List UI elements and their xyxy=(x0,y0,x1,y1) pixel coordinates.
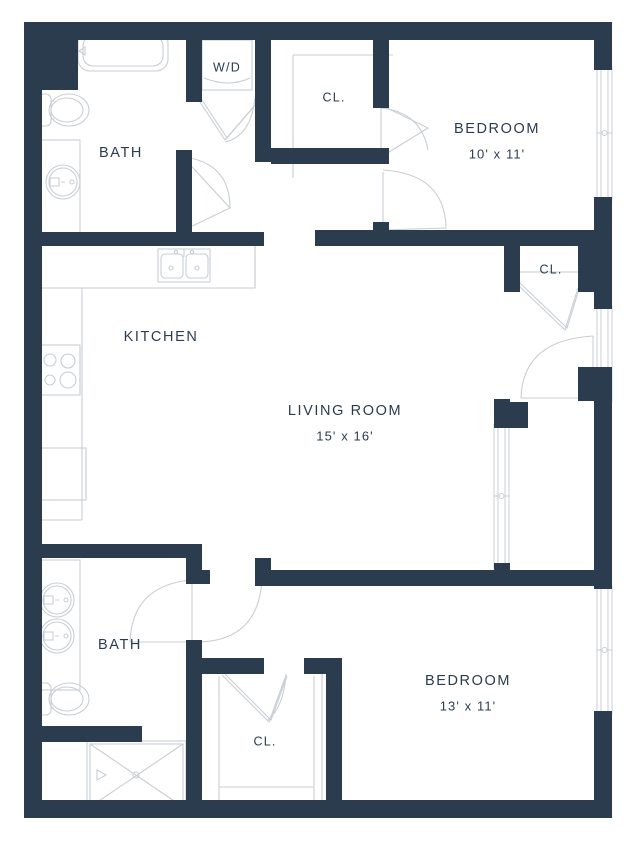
exterior-wall-right-d xyxy=(594,711,612,818)
wall-bath-bottom-top xyxy=(24,544,200,558)
label-living-name: LIVING ROOM xyxy=(288,403,402,419)
closet-shelf-icon-bottom xyxy=(218,676,315,810)
wall-living-east-upper xyxy=(494,399,510,427)
wall-closet-bottom-left xyxy=(186,658,202,810)
kitchen-counter-icon xyxy=(36,243,256,521)
wall-bath-alcove xyxy=(24,22,78,90)
door-bath-bottom xyxy=(129,579,193,643)
wall-bath-bottom-south xyxy=(24,726,142,742)
window-living-lower xyxy=(493,423,510,569)
wall-closet-bottom xyxy=(271,148,389,164)
toilet-icon-top xyxy=(34,93,90,127)
wall-bath-wd-nub xyxy=(186,88,202,102)
wall-living-bedroom-bottom-2 xyxy=(494,570,612,586)
labels-layer: BATH W/D CL. BEDROOM 10' x 11' CL. KITCH… xyxy=(98,60,562,748)
toilet-icon-bottom xyxy=(34,682,90,716)
label-bedroom-top-dims: 10' x 11' xyxy=(469,146,526,161)
label-bedroom-bottom-dims: 13' x 11' xyxy=(440,698,497,713)
door-wd-closet xyxy=(195,93,258,143)
jamb-bedroom-top xyxy=(373,222,389,236)
exterior-wall-bottom xyxy=(24,800,612,818)
jamb-bath-top xyxy=(176,225,192,237)
exterior-wall-right-b xyxy=(594,197,612,309)
wall-bedroom-top-south xyxy=(315,230,425,246)
wall-wd-closet-vert xyxy=(255,30,271,96)
door-bedroom-top xyxy=(382,169,447,231)
wall-wd-closet-lower xyxy=(255,100,271,162)
exterior-wall-left xyxy=(24,22,42,818)
wall-bedroom-top-south-2 xyxy=(425,230,612,246)
exterior-wall-top xyxy=(24,22,612,40)
door-closet-bottom xyxy=(221,672,288,723)
label-bedroom-bottom-name: BEDROOM xyxy=(425,673,511,689)
wall-closet-bedroom-vert xyxy=(373,30,389,108)
label-bath-top: BATH xyxy=(99,145,143,161)
wall-closet-mid-left xyxy=(504,246,520,292)
label-living-dims: 15' x 16' xyxy=(316,428,374,443)
wall-living-bedroom-bottom xyxy=(255,570,510,586)
wall-closet-bottom-right xyxy=(326,658,342,810)
doors-layer xyxy=(129,93,594,723)
wall-bath-bottom-jamb xyxy=(186,570,210,584)
label-cl-mid: CL. xyxy=(539,262,562,276)
window-bedroom-bottom xyxy=(596,585,613,715)
wall-closet-mid-right xyxy=(578,246,594,292)
wall-closet-bottom-head-l xyxy=(202,658,264,674)
wall-wd-closet-nub xyxy=(255,88,271,102)
door-closet-mid xyxy=(517,282,581,332)
label-cl-top: CL. xyxy=(322,90,345,104)
kitchen-double-sink-icon xyxy=(157,248,211,283)
wall-bath-kitchen xyxy=(24,232,264,246)
exterior-wall-right-a xyxy=(594,22,612,70)
window-bedroom-top xyxy=(596,66,613,201)
label-wd: W/D xyxy=(213,60,241,74)
wall-living-jog-right xyxy=(578,367,612,401)
label-bath-bottom: BATH xyxy=(98,637,142,653)
shower-icon xyxy=(86,740,187,811)
exterior-wall-right-c xyxy=(594,399,612,589)
wall-bath-wd-vert xyxy=(186,30,202,96)
refrigerator-icon xyxy=(35,447,87,501)
kitchen-range-icon xyxy=(35,344,81,396)
wall-living-bedroom-nub xyxy=(255,558,271,574)
wall-wd-lower-vert xyxy=(176,160,192,232)
label-cl-bottom: CL. xyxy=(253,734,276,748)
walls-layer xyxy=(24,22,612,818)
door-bedroom-bottom xyxy=(195,579,263,643)
label-kitchen: KITCHEN xyxy=(124,329,199,345)
wall-bath-door-jamb xyxy=(176,150,192,162)
label-bedroom-top-name: BEDROOM xyxy=(454,121,540,137)
